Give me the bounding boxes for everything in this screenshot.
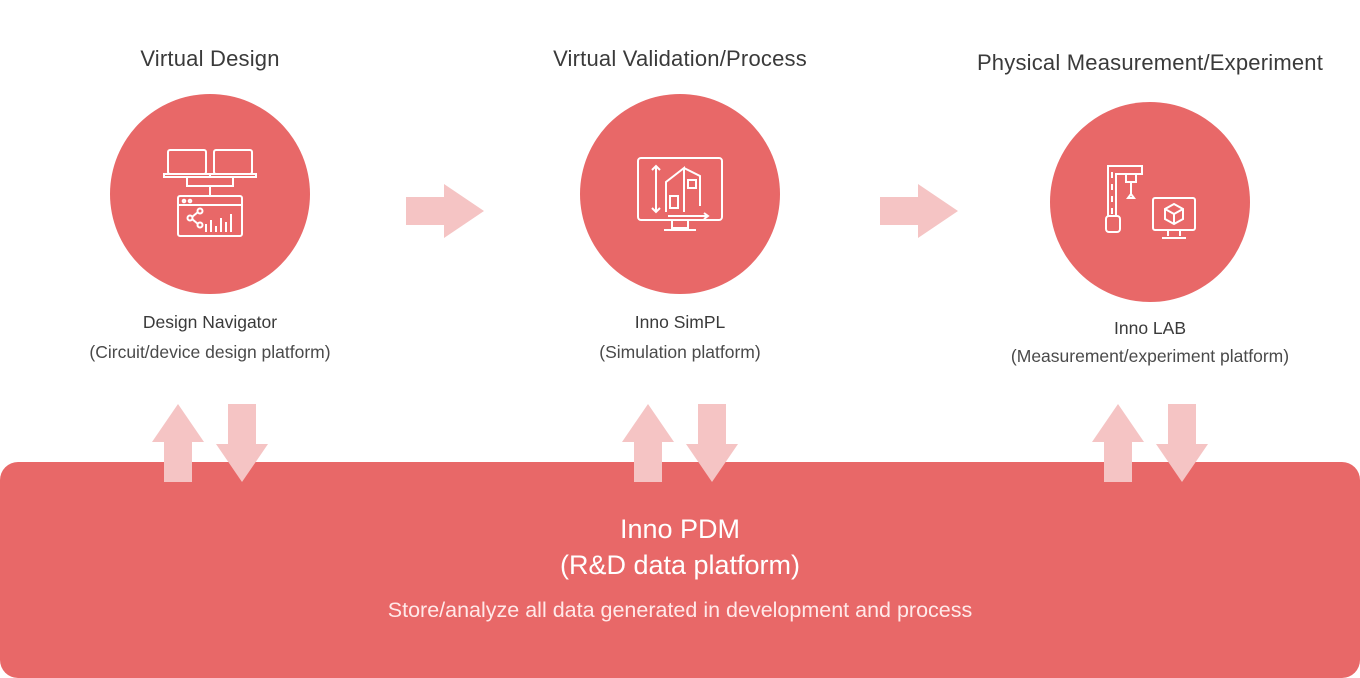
stage-title: Virtual Design <box>140 46 280 71</box>
platform-title: Inno PDM <box>619 514 741 544</box>
stage-title: Physical Measurement/Experiment <box>976 50 1324 75</box>
lab-measurement-icon <box>1050 102 1250 302</box>
stage-description: (Circuit/device design platform) <box>89 342 331 362</box>
inno-pdm-platform: Inno PDM (R&D data platform) Store/analy… <box>0 462 1360 678</box>
stage-description: (Measurement/experiment platform) <box>1010 346 1290 366</box>
platform-subtitle: (R&D data platform) <box>559 550 801 580</box>
platform-description: Store/analyze all data generated in deve… <box>387 598 973 622</box>
sync-arrows-icon <box>622 404 738 482</box>
stage-card-physical-measurement: Physical Measurement/Experiment Inno LAB… <box>940 0 1360 420</box>
stage-title: Virtual Validation/Process <box>553 46 807 71</box>
stage-name: Design Navigator <box>142 312 278 332</box>
sync-arrows-icon <box>1092 404 1208 482</box>
design-navigator-icon <box>110 94 310 294</box>
stage-card-virtual-validation: Virtual Validation/Process Inno SimPL (S… <box>470 0 890 420</box>
stage-name: Inno LAB <box>1114 318 1186 338</box>
stage-name: Inno SimPL <box>634 312 726 332</box>
simulation-monitor-icon <box>580 94 780 294</box>
stage-description: (Simulation platform) <box>599 342 761 362</box>
sync-arrows-icon <box>152 404 268 482</box>
flow-arrow-right-icon <box>880 184 958 238</box>
stage-card-virtual-design: Virtual Design Design Navigator ( <box>0 0 420 420</box>
flow-arrow-right-icon <box>406 184 484 238</box>
